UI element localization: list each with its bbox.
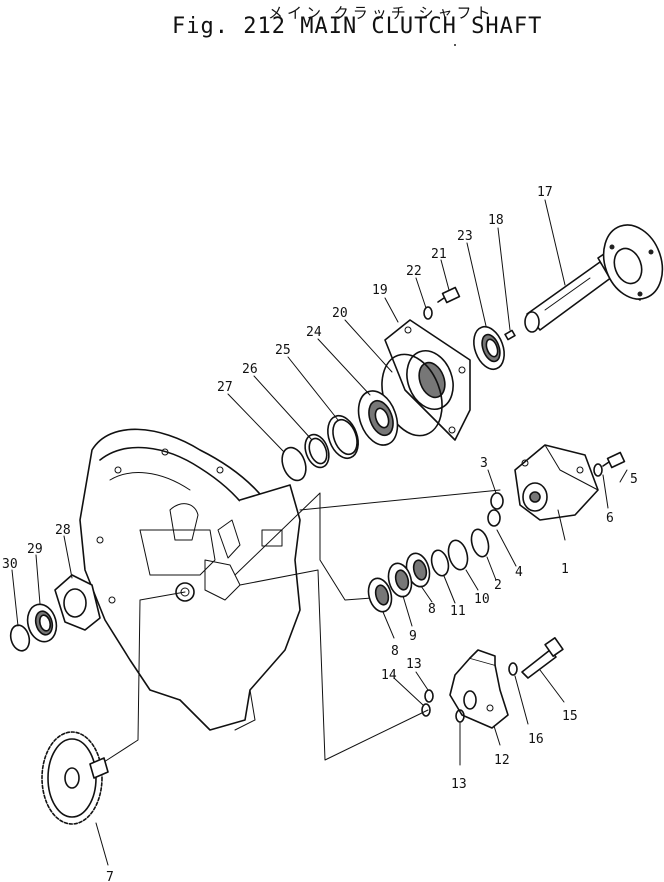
- label-part-9: 9: [409, 629, 417, 644]
- part-22-washer: [423, 306, 433, 320]
- part-18-pin: [504, 329, 516, 341]
- label-part-19: 19: [372, 283, 388, 298]
- label-part-3: 3: [480, 456, 488, 471]
- label-part-13-upper: 13: [406, 657, 422, 672]
- part-17-main-shaft: [524, 224, 664, 333]
- part-15-bolt: [521, 637, 564, 679]
- part-19-cover: [384, 319, 471, 441]
- part-28-retainer: [54, 574, 101, 631]
- part-11-ring: [430, 549, 450, 577]
- label-part-16: 16: [528, 732, 544, 747]
- label-part-13-lower: 13: [451, 777, 467, 792]
- label-part-6: 6: [606, 511, 614, 526]
- part-3-o-ring: [490, 492, 504, 510]
- label-part-11: 11: [450, 604, 466, 619]
- callout-labels: 1 2 3 4 5 6 7 8 8 9 10 11 12 13 13 14 15…: [2, 185, 638, 882]
- label-part-8-upper: 8: [428, 602, 436, 617]
- part-29-bearing: [26, 603, 58, 643]
- label-part-15: 15: [562, 709, 578, 724]
- clutch-housing: [79, 428, 301, 731]
- label-part-18: 18: [488, 213, 504, 228]
- label-part-7: 7: [106, 870, 114, 882]
- label-part-20: 20: [332, 306, 348, 321]
- part-8-bearing-upper: [405, 552, 431, 588]
- part-24-bearing: [357, 390, 399, 446]
- part-2-o-ring: [470, 528, 490, 558]
- label-part-24: 24: [306, 325, 322, 340]
- part-16-washer: [508, 662, 518, 676]
- part-7-gear: [41, 731, 109, 825]
- part-8-bearing-lower: [367, 577, 393, 613]
- part-10-ring: [447, 539, 469, 571]
- label-part-17: 17: [537, 185, 553, 200]
- part-27-snap-ring: [281, 446, 307, 482]
- label-part-21: 21: [431, 247, 447, 262]
- part-1-pump: [514, 444, 599, 521]
- assembly-lines: [103, 489, 501, 763]
- part-5-bolt: [602, 451, 626, 469]
- label-part-28: 28: [55, 523, 71, 538]
- label-part-1: 1: [561, 562, 569, 577]
- label-part-29: 29: [27, 542, 43, 557]
- label-part-10: 10: [474, 592, 490, 607]
- part-13-o-ring-upper: [424, 689, 434, 703]
- label-part-12: 12: [494, 753, 510, 768]
- part-12-valve-body: [449, 649, 509, 729]
- part-4-o-ring: [487, 509, 501, 527]
- label-part-26: 26: [242, 362, 258, 377]
- figure-title-japanese: メイン クラッチ シャフト: [268, 4, 495, 22]
- label-part-23: 23: [457, 229, 473, 244]
- part-13-o-ring-lower: [455, 709, 465, 723]
- label-part-2: 2: [494, 578, 502, 593]
- label-part-8-lower: 8: [391, 644, 399, 659]
- label-part-25: 25: [275, 343, 291, 358]
- label-part-30: 30: [2, 557, 18, 572]
- label-part-14: 14: [381, 668, 397, 683]
- part-9-bearing: [387, 562, 413, 598]
- figure-title: Fig. 212 MAIN CLUTCH SHAFT: [172, 14, 543, 39]
- label-part-4: 4: [515, 565, 523, 580]
- label-part-27: 27: [217, 380, 233, 395]
- part-26-ring: [304, 433, 330, 469]
- part-23-bearing: [473, 325, 505, 371]
- callout-leaders: [11, 199, 628, 866]
- label-part-5: 5: [630, 472, 638, 487]
- label-part-22: 22: [406, 264, 422, 279]
- part-6-washer: [593, 463, 603, 477]
- part-30-snap-ring: [9, 624, 31, 652]
- part-14-o-ring: [421, 703, 431, 717]
